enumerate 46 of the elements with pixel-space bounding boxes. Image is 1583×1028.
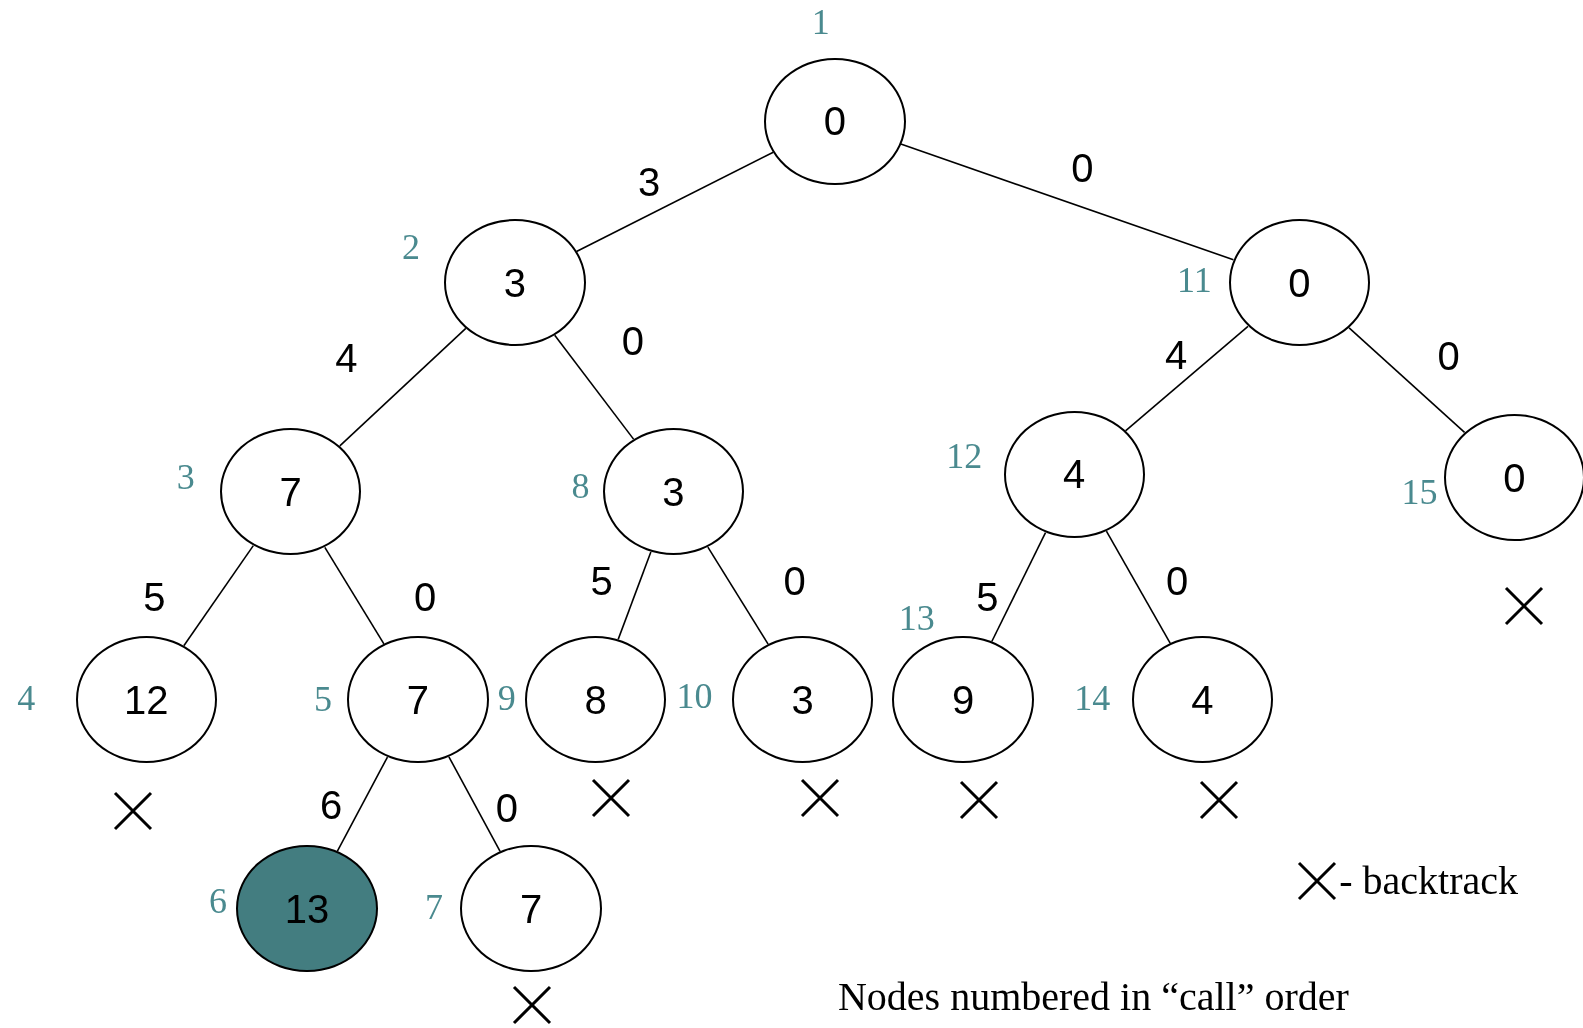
call-order-number: 7: [425, 888, 444, 925]
node-ellipse: 3: [602, 428, 745, 556]
call-order-number: 10: [676, 677, 713, 714]
connector-line: [617, 551, 652, 641]
call-order-number: 4: [17, 679, 36, 716]
connector-line: [183, 544, 255, 647]
connector-line: [339, 327, 467, 447]
connector-line: [900, 143, 1235, 261]
call-order-number: 1: [811, 4, 830, 41]
node-ellipse: 7: [347, 636, 489, 764]
node-ellipse: 8: [524, 636, 667, 764]
node-ellipse: 9: [892, 636, 1034, 764]
node-ellipse: 3: [731, 636, 874, 764]
call-order-number: 5: [314, 680, 333, 717]
connector-line: [1124, 325, 1249, 432]
call-order-number: 8: [571, 467, 590, 504]
call-order-number: 13: [898, 599, 935, 636]
connector-line: [707, 546, 769, 645]
connector-line: [336, 756, 389, 853]
node-ellipse: 0: [1228, 219, 1370, 347]
legend-text: - backtrack: [1339, 861, 1519, 902]
call-order-number: 12: [946, 438, 983, 475]
connector-line: [1105, 530, 1171, 644]
highlighted-node-ellipse: 13: [236, 845, 378, 973]
connector-line: [575, 151, 775, 253]
call-order-number: 11: [1177, 261, 1212, 298]
note-text: Nodes numbered in “call” order: [837, 977, 1349, 1018]
node-ellipse: 4: [1003, 410, 1145, 539]
connector-line: [991, 531, 1047, 643]
call-order-number: 15: [1401, 473, 1438, 510]
node-ellipse: 0: [764, 57, 906, 185]
connector-line: [553, 334, 635, 440]
call-order-number: 9: [497, 679, 516, 716]
call-order-number: 3: [176, 458, 195, 495]
node-ellipse: 12: [75, 636, 218, 764]
node-ellipse: 4: [1131, 636, 1274, 764]
node-ellipse: 0: [1443, 413, 1583, 542]
call-order-number: 14: [1074, 679, 1111, 716]
connector-line: [1348, 327, 1466, 434]
call-order-number: 2: [401, 229, 420, 266]
connector-line: [448, 756, 501, 853]
node-ellipse: 3: [444, 219, 586, 347]
call-order-number: 6: [209, 882, 228, 919]
connector-line: [324, 546, 385, 645]
node-ellipse: 7: [220, 428, 362, 556]
node-ellipse: 7: [460, 845, 602, 973]
